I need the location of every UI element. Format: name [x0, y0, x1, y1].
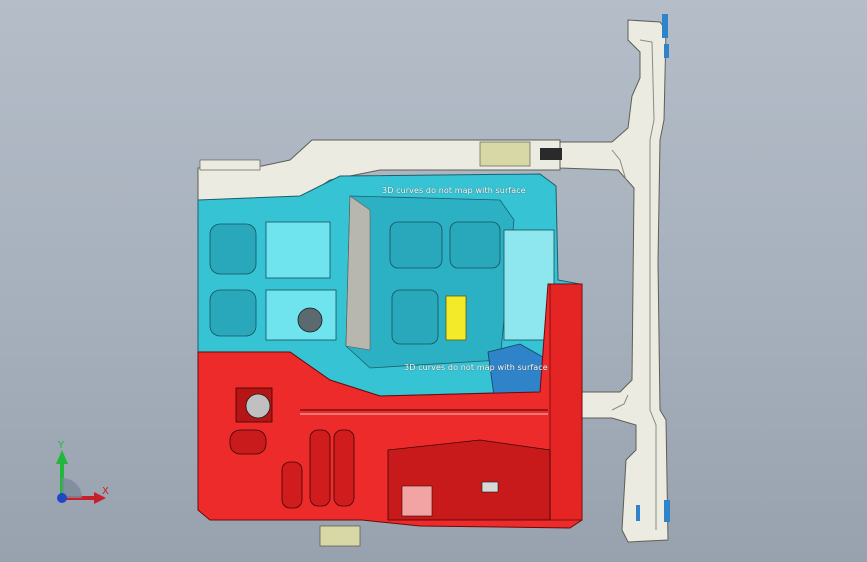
triad-y-label: Y — [58, 440, 65, 451]
lower-red-panel[interactable] — [197, 283, 583, 529]
coordinate-triad — [56, 450, 106, 504]
bottom-bracket — [319, 525, 361, 547]
upper-frame[interactable] — [197, 139, 562, 207]
triad-x-label: X — [102, 486, 109, 497]
side-frame-rail[interactable] — [559, 19, 669, 543]
floor-panel[interactable] — [197, 173, 581, 397]
warning-label-upper: 3D curves do not map with surface — [382, 186, 526, 195]
warning-label-lower: 3D curves do not map with surface — [404, 363, 548, 372]
rail-blue-tabs — [636, 14, 670, 522]
